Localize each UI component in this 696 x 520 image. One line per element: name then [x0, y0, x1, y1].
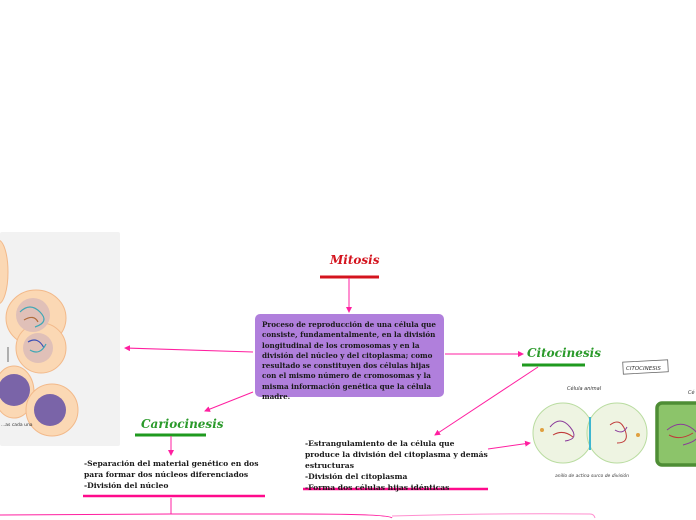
mitosis-definition-text: Proceso de reproducción de una célula qu… [262, 320, 436, 402]
cariocinesis-list: -Separación del material genético en dos… [84, 458, 269, 491]
citocinesis-label-box: CITOCINESIS [622, 359, 669, 375]
actin-ring-label: anillo de actina [555, 473, 590, 479]
citocinesis-list: -Estrangulamiento de la célula que produ… [305, 438, 490, 493]
cariocinesis-item: -División del núcleo [84, 481, 169, 490]
bracket-line-right [391, 513, 596, 519]
connector-citocinesis-text [434, 366, 539, 436]
mitosis-title: Mitosis [330, 253, 380, 267]
citocinesis-image-right[interactable]: CITOCINESIS Célula animal Cé anillo de a… [525, 355, 696, 495]
cariocinesis-title: Cariocinesis [141, 417, 224, 431]
cytokinesis-illustration: CITOCINESIS Célula animal Cé anillo de a… [532, 359, 696, 479]
connector-text-image [487, 440, 531, 450]
mitosis-image-left[interactable]: ...as cada una [0, 232, 120, 446]
plant-cell-label: Cé [688, 389, 695, 396]
citocinesis-item: -Forma dos células hijas idénticas [305, 483, 450, 492]
citocinesis-title: Citocinesis [527, 346, 601, 360]
division-groove-label: surco de división [591, 472, 629, 479]
citocinesis-item: -Estrangulamiento de la célula que produ… [305, 439, 488, 470]
citocinesis-item: -División del citoplasma [305, 472, 408, 481]
animal-cell-label: Célula animal [567, 385, 602, 392]
bracket-line [0, 513, 393, 519]
svg-text:CITOCINESIS: CITOCINESIS [626, 366, 661, 372]
connector-box-cariocinesis [204, 391, 254, 412]
cariocinesis-item: -Separación del material genético en dos… [84, 459, 259, 479]
connector-box-left-image [124, 345, 254, 353]
left-image-caption: ...as cada una [1, 422, 33, 428]
cell-division-illustration: ...as cada una [0, 240, 79, 437]
mitosis-definition-box[interactable]: Proceso de reproducción de una célula qu… [255, 314, 444, 401]
